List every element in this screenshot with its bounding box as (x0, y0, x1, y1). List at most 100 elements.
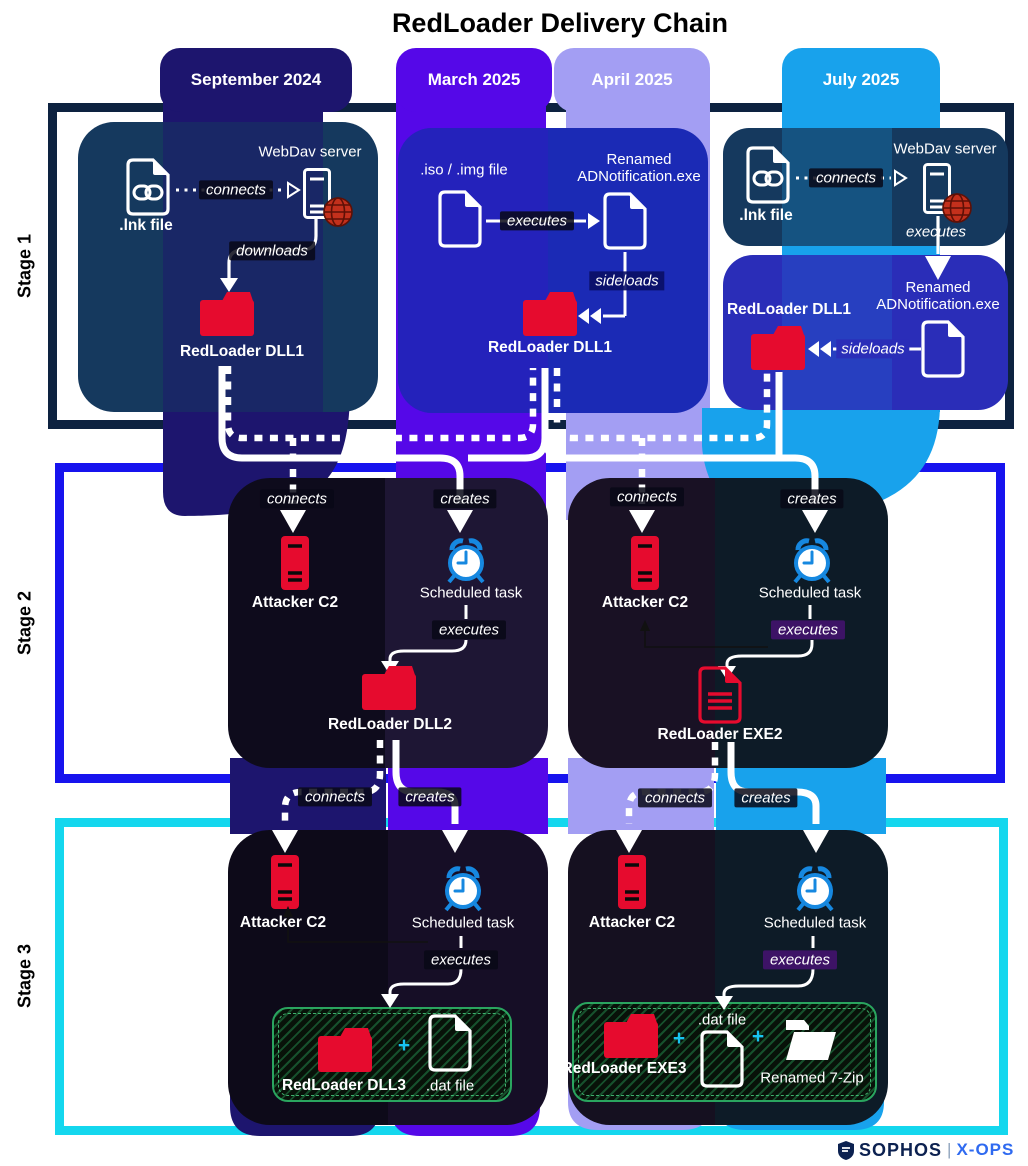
scheduled-task-label-2: Scheduled task (758, 584, 862, 602)
redloader-dll2-label: RedLoader DLL2 (327, 716, 453, 734)
iso-img-label: .iso / .img file (420, 161, 508, 179)
sideloads-chevrons (578, 308, 601, 324)
logo-divider: | (947, 1140, 952, 1159)
scheduled-task-label-3: Scheduled task (411, 914, 515, 932)
scheduled-task-label: Scheduled task (419, 584, 523, 602)
webdav-server-icon (303, 168, 353, 227)
creates-label-4: creates (734, 788, 798, 808)
executes-arrowhead-4 (381, 994, 399, 1008)
renamed-7zip-label: Renamed 7-Zip (760, 1069, 864, 1087)
column-header-label: April 2025 (591, 70, 673, 89)
dat-file-label: .dat file (425, 1077, 475, 1095)
executes-arrowhead (588, 213, 600, 229)
connects-label-4: connects (609, 487, 685, 507)
redloader-exe3-label: RedLoader EXE3 (561, 1060, 687, 1078)
connects-label-6: connects (637, 788, 713, 808)
webdav-server-icon-2 (923, 163, 972, 223)
executes-curve-3 (388, 968, 463, 994)
september-band-overlay (163, 122, 323, 412)
creates-label-2: creates (780, 489, 844, 509)
dat-file-label-2: .dat file (697, 1011, 747, 1029)
redloader-dll2-folder-icon (362, 666, 416, 710)
attacker-c2-icon-4 (616, 853, 648, 911)
redloader-exe2-label: RedLoader EXE2 (657, 726, 783, 744)
column-header-april-2025: April 2025 (554, 48, 710, 112)
lnk-file-label: .lnk file (119, 217, 173, 235)
executes-label-2: executes (905, 223, 967, 241)
open-arrowhead-icon (287, 181, 301, 199)
redloader-exe2-doc-icon (698, 666, 742, 724)
adnotification-exe-icon (603, 192, 647, 250)
attacker-c2-icon-2 (629, 534, 661, 592)
executes-curve-2 (725, 640, 814, 666)
stage1-march-april-box (398, 128, 708, 413)
executes-label-4: executes (770, 620, 846, 640)
column-header-september-2024: September 2024 (160, 48, 352, 112)
attacker-c2-label: Attacker C2 (251, 594, 339, 612)
lnk-file-icon (126, 158, 170, 216)
executes-label: executes (499, 211, 575, 231)
march-band-overlay (398, 128, 548, 413)
executes-label-5: executes (423, 950, 499, 970)
connects-dotted-links (224, 366, 771, 824)
sideloads-label: sideloads (589, 271, 665, 291)
stage3-left-result-box (272, 1007, 512, 1102)
redloader-dll3-label: RedLoader DLL3 (281, 1077, 407, 1095)
adnotification-exe-icon-2 (921, 320, 965, 378)
executes-curve-4 (722, 968, 815, 996)
c2-callback-arrow-2 (283, 906, 428, 943)
xops-wordmark: X-OPS (956, 1140, 1015, 1159)
executes-curve (388, 639, 468, 661)
redloader-dll1-folder-icon-2 (523, 292, 577, 336)
column-header-july-2025: July 2025 (782, 48, 940, 112)
webdav-server-label: WebDav server (258, 143, 362, 161)
dat-file-icon (428, 1014, 472, 1072)
iso-img-file-icon (438, 190, 482, 248)
open-arrowhead-icon-2 (894, 169, 908, 187)
renamed-adnotification-label-2: Renamed ADNotification.exe (876, 278, 1000, 313)
redloader-dll1-label: RedLoader DLL1 (179, 343, 305, 361)
shield-icon (838, 1140, 854, 1160)
sophos-wordmark: SOPHOS (859, 1139, 943, 1160)
webdav-server-label-2: WebDav server (893, 140, 997, 158)
attacker-c2-icon-3 (269, 853, 301, 911)
creates-label: creates (433, 489, 497, 509)
column-header-march-2025: March 2025 (396, 48, 552, 112)
plus-sign: + (397, 1033, 411, 1057)
column-header-label: September 2024 (190, 70, 322, 89)
scheduled-task-label-4: Scheduled task (763, 914, 867, 932)
scheduled-task-clock-icon-3 (446, 869, 480, 910)
page-title: RedLoader Delivery Chain (391, 8, 729, 38)
column-header-label: March 2025 (427, 70, 521, 89)
connects-label-2: connects (808, 168, 884, 188)
redloader-dll1-label-3: RedLoader DLL1 (726, 301, 852, 319)
column-header-label: July 2025 (822, 70, 900, 89)
scheduled-task-clock-icon-4 (798, 869, 832, 910)
redloader-exe3-folder-icon (604, 1014, 658, 1058)
creates-label-3: creates (398, 787, 462, 807)
lnk-file-icon-2 (746, 146, 790, 204)
sophos-xops-logo: SOPHOS | X-OPS (838, 1137, 1023, 1163)
attacker-c2-label-2: Attacker C2 (601, 594, 689, 612)
connects-label-5: connects (297, 787, 373, 807)
sideloads-chevrons-2 (808, 341, 831, 357)
plus-sign-3: + (751, 1024, 765, 1048)
sideloads-label-2: sideloads (836, 339, 910, 359)
plus-sign-2: + (672, 1026, 686, 1050)
attacker-c2-label-3: Attacker C2 (239, 914, 327, 932)
executes-label-6: executes (762, 950, 838, 970)
connects-label-3: connects (259, 489, 335, 509)
entry-arrowheads (272, 256, 951, 853)
renamed-adnotification-label: Renamed ADNotification.exe (577, 150, 701, 185)
executes-arrowhead-5 (715, 996, 733, 1010)
downloads-arrowhead (220, 278, 238, 292)
redloader-dll1-folder-icon-3 (751, 326, 805, 370)
renamed-7zip-folder-icon (786, 1020, 836, 1060)
connects-label: connects (198, 180, 274, 200)
scheduled-task-clock-icon (449, 541, 483, 582)
redloader-dll1-label-2: RedLoader DLL1 (487, 339, 613, 357)
redloader-dll3-folder-icon (318, 1028, 372, 1072)
lnk-file-label-2: .lnk file (739, 207, 793, 225)
downloads-label: downloads (229, 241, 315, 261)
